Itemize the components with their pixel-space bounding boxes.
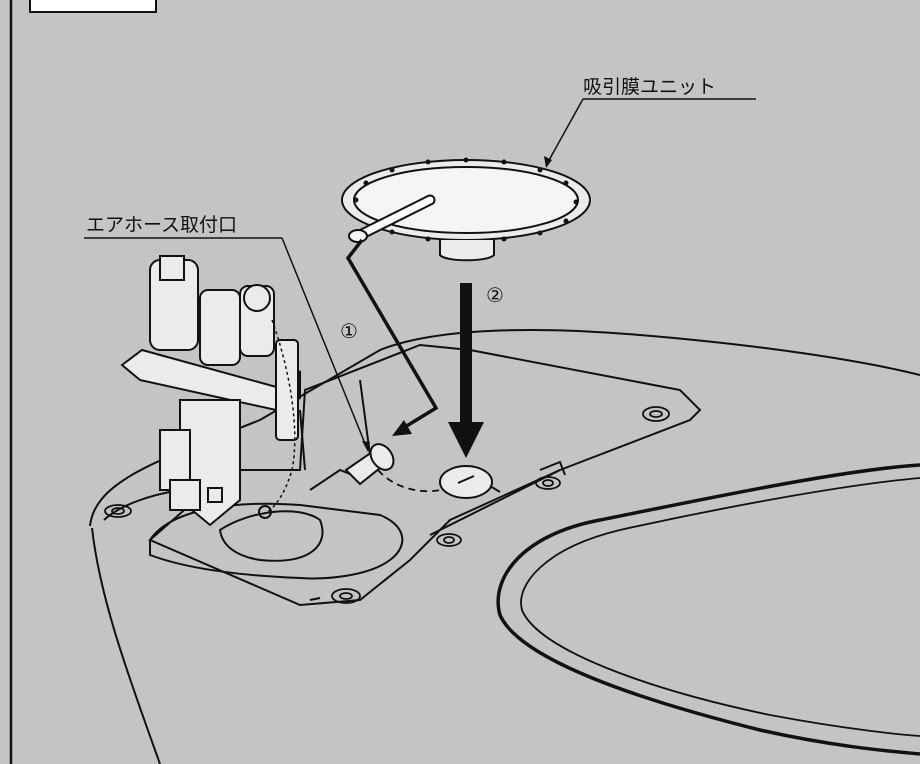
suction-unit-leader [547,98,584,163]
step1-arrowhead [392,420,412,436]
step2-arrowhead [448,422,484,458]
step1-number: ① [340,319,358,343]
step1-route-arrow [345,238,439,432]
suction-unit-leader-tip [544,156,552,168]
step2-number: ② [486,283,504,307]
valve-assembly [120,255,301,527]
air-hose-leader-tip [362,441,370,452]
air-hose-port-label: エアホース取付口 [86,214,237,236]
corner-tab [29,0,157,13]
step2-arrow-shaft [460,283,472,423]
air-hose-port [344,443,395,486]
suction-membrane-unit [341,159,591,262]
drain-fitting [439,465,501,499]
bolt-holes [104,406,670,604]
bowl-opening [496,463,920,756]
air-hose-leader [281,237,367,447]
valve-chain [261,319,296,516]
suction-unit-label: 吸引膜ユニット [583,76,716,98]
deck-plate [148,343,702,607]
membrane-rim-bolts [353,157,579,242]
